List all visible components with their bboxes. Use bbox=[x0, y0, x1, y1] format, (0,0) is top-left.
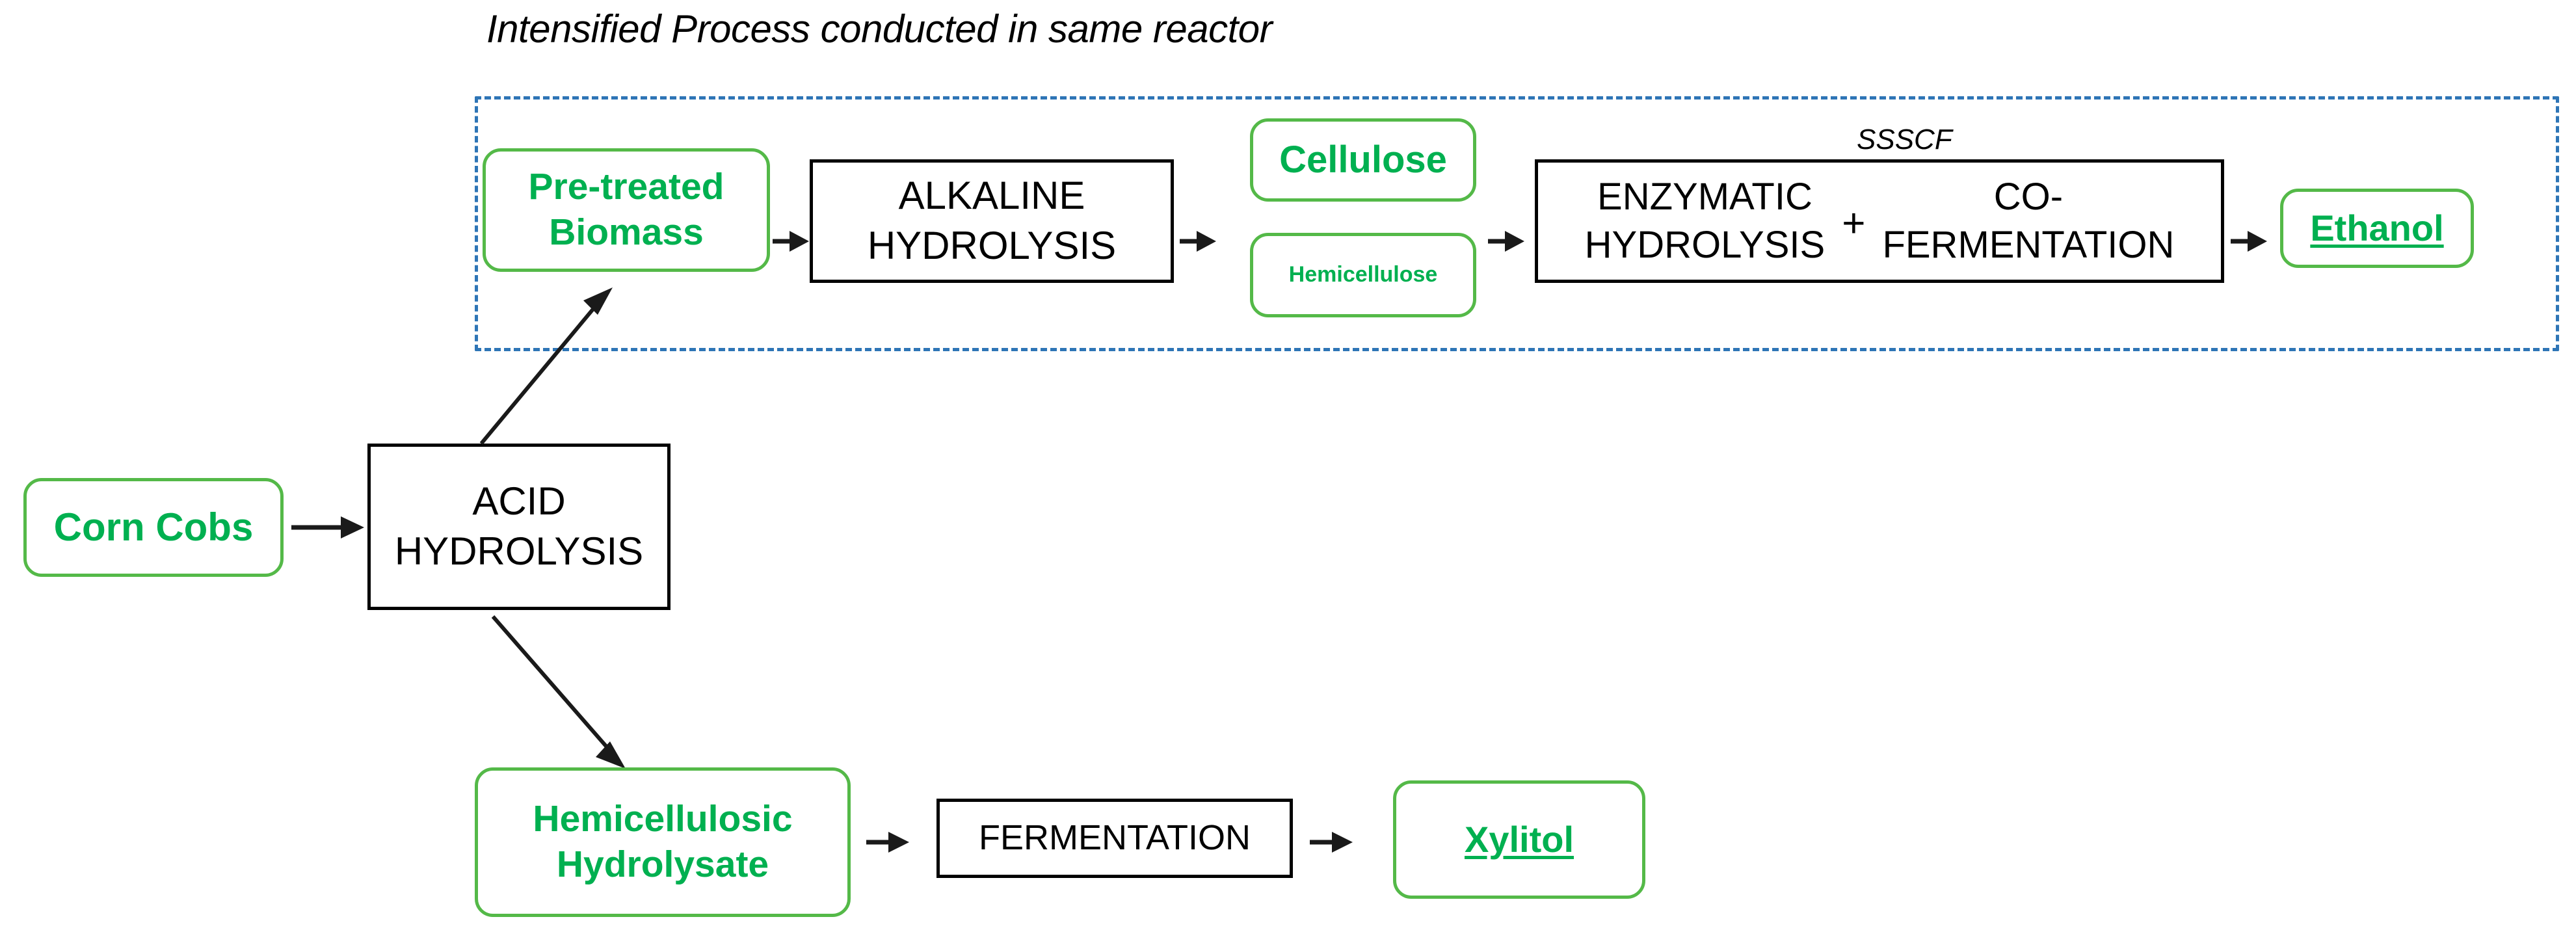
node-hemicellulosic-hydrolysate-line1: Hemicellulosic bbox=[533, 798, 793, 840]
node-ssscf-left-line1: ENZYMATIC bbox=[1597, 175, 1812, 218]
node-pre-treated-biomass-label: Pre-treated Biomass bbox=[529, 165, 724, 255]
node-alkaline-hydrolysis-label: ALKALINE HYDROLYSIS bbox=[868, 171, 1116, 271]
node-corn-cobs-label: Corn Cobs bbox=[53, 505, 254, 550]
node-ethanol-label: Ethanol bbox=[2310, 207, 2444, 248]
intensified-process-region bbox=[475, 96, 2559, 351]
ssscf-plus-operator: + bbox=[1842, 201, 1866, 246]
node-ssscf-right-line1: CO- bbox=[1993, 175, 2064, 218]
node-ssscf[interactable]: ENZYMATIC HYDROLYSIS + CO- FERMENTATION bbox=[1535, 159, 2224, 283]
node-ssscf-left-line2: HYDROLYSIS bbox=[1584, 224, 1826, 266]
ssscf-inner: ENZYMATIC HYDROLYSIS + CO- FERMENTATION bbox=[1538, 173, 2221, 269]
arrow-alkaline-hydrolysis-to-sugars bbox=[1180, 231, 1216, 252]
node-ssscf-enzymatic-hydrolysis: ENZYMATIC HYDROLYSIS bbox=[1585, 173, 1826, 269]
arrow-acid-hydrolysis-to-pre-treated-biomass bbox=[479, 287, 613, 445]
node-xylitol-label: Xylitol bbox=[1464, 818, 1574, 860]
node-pre-treated-biomass[interactable]: Pre-treated Biomass bbox=[483, 148, 770, 272]
node-acid-hydrolysis[interactable]: ACID HYDROLYSIS bbox=[367, 444, 671, 610]
node-hemicellulosic-hydrolysate-line2: Hydrolysate bbox=[556, 844, 769, 885]
node-acid-hydrolysis-line2: HYDROLYSIS bbox=[394, 529, 644, 573]
arrow-pre-treated-biomass-to-alkaline-hydrolysis bbox=[773, 231, 809, 252]
arrow-fermentation-to-xylitol bbox=[1310, 832, 1353, 853]
node-acid-hydrolysis-label: ACID HYDROLYSIS bbox=[395, 477, 643, 577]
arrow-acid-hydrolysis-to-hemicellulosic-hydrolysate bbox=[491, 615, 626, 769]
node-hemicellulosic-hydrolysate[interactable]: Hemicellulosic Hydrolysate bbox=[475, 767, 851, 917]
node-fermentation[interactable]: FERMENTATION bbox=[936, 799, 1293, 878]
node-pre-treated-biomass-line1: Pre-treated bbox=[528, 166, 724, 208]
node-acid-hydrolysis-line1: ACID bbox=[472, 479, 566, 524]
node-cellulose[interactable]: Cellulose bbox=[1250, 118, 1476, 202]
node-cellulose-label: Cellulose bbox=[1279, 138, 1447, 181]
node-alkaline-hydrolysis-line2: HYDROLYSIS bbox=[867, 224, 1117, 267]
arrow-sugars-to-ssscf bbox=[1488, 231, 1524, 252]
node-ssscf-right-line2: FERMENTATION bbox=[1882, 224, 2175, 266]
node-corn-cobs[interactable]: Corn Cobs bbox=[23, 478, 284, 577]
arrow-hydrolysate-to-fermentation bbox=[866, 832, 909, 853]
node-hemicellulose-label: Hemicellulose bbox=[1288, 262, 1438, 287]
node-alkaline-hydrolysis-line1: ALKALINE bbox=[898, 174, 1085, 218]
node-pre-treated-biomass-line2: Biomass bbox=[549, 211, 704, 253]
node-xylitol[interactable]: Xylitol bbox=[1393, 780, 1645, 899]
arrow-ssscf-to-ethanol bbox=[2231, 231, 2267, 252]
ssscf-note-label: SSSCF bbox=[1857, 124, 1952, 155]
node-ethanol[interactable]: Ethanol bbox=[2280, 189, 2474, 268]
node-alkaline-hydrolysis[interactable]: ALKALINE HYDROLYSIS bbox=[810, 159, 1174, 283]
arrow-corn-cobs-to-acid-hydrolysis bbox=[291, 516, 364, 538]
diagram-caption: Intensified Process conducted in same re… bbox=[486, 7, 1273, 51]
node-fermentation-label: FERMENTATION bbox=[979, 818, 1251, 858]
node-ssscf-co-fermentation: CO- FERMENTATION bbox=[1882, 173, 2174, 269]
node-hemicellulosic-hydrolysate-label: Hemicellulosic Hydrolysate bbox=[533, 797, 792, 887]
node-hemicellulose[interactable]: Hemicellulose bbox=[1250, 233, 1476, 317]
